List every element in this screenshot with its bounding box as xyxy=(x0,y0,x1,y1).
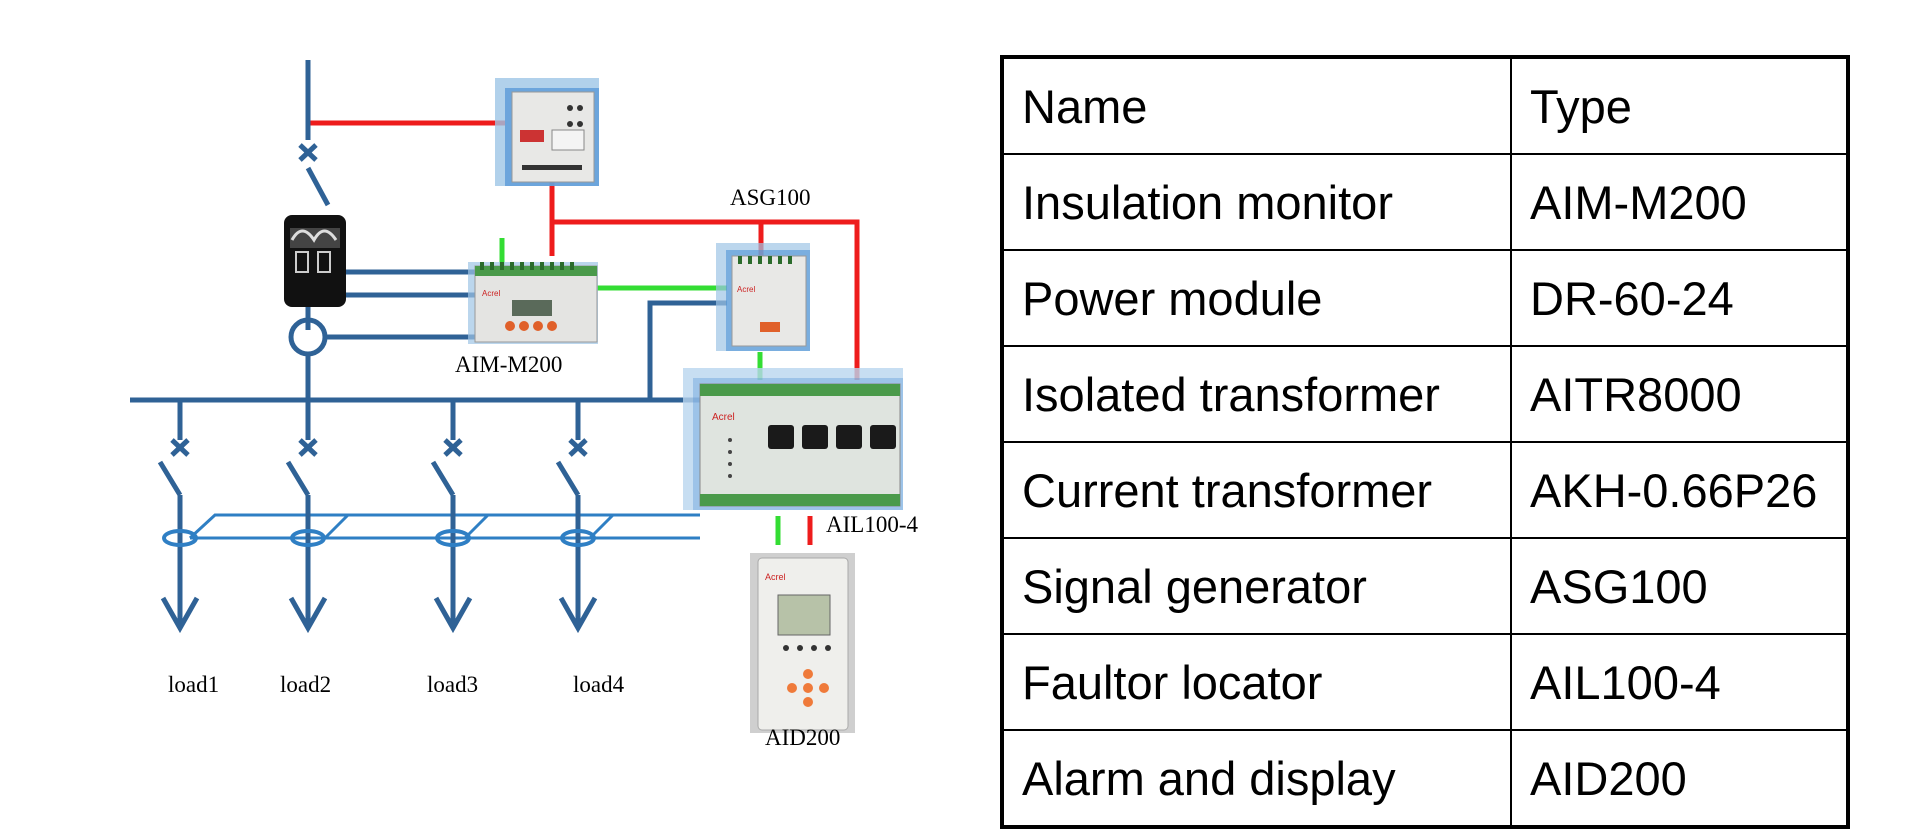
power-module-device xyxy=(495,78,599,186)
isolation-transformer xyxy=(284,215,346,307)
load-arrow xyxy=(558,596,598,634)
insulation-monitor-device: Acrel xyxy=(468,262,598,344)
signal-generator-device: Acrel xyxy=(716,243,810,351)
branch-feeders xyxy=(157,400,598,634)
current-transformer-ring xyxy=(560,529,596,547)
cell-name: Faultor locator xyxy=(1001,633,1512,731)
table-row: Faultor locator AIL100-4 xyxy=(1001,633,1849,731)
breaker-mark xyxy=(443,438,463,457)
cell-type: AID200 xyxy=(1510,729,1849,828)
power-wires xyxy=(307,120,860,545)
cell-name: Alarm and display xyxy=(1001,729,1512,828)
ct-signal-loop xyxy=(188,513,700,540)
cell-type: AITR8000 xyxy=(1510,345,1849,443)
switch-blade xyxy=(285,460,311,497)
load-label: load2 xyxy=(280,672,331,697)
table-row: Signal generator ASG100 xyxy=(1001,537,1849,635)
alarm-display-device: Acrel xyxy=(750,553,855,733)
breaker-mark xyxy=(568,438,588,457)
breaker-mark xyxy=(298,438,318,457)
load-label: load1 xyxy=(168,672,219,697)
table-row: Current transformer AKH-0.66P26 xyxy=(1001,441,1849,539)
parts-table-container: Name Type Insulation monitor AIM-M200 Po… xyxy=(1000,55,1850,829)
table-row: Insulation monitor AIM-M200 xyxy=(1001,153,1849,251)
cell-type: AIM-M200 xyxy=(1510,153,1849,251)
cell-name: Insulation monitor xyxy=(1001,153,1512,251)
cell-type: AKH-0.66P26 xyxy=(1510,441,1849,539)
load-arrow xyxy=(433,596,473,634)
current-transformer-ring xyxy=(162,529,198,547)
label-aid200: AID200 xyxy=(765,725,840,750)
column-header-name: Name xyxy=(1001,56,1512,155)
table-row: Isolated transformer AITR8000 xyxy=(1001,345,1849,443)
load-arrow xyxy=(160,596,200,634)
load-label: load3 xyxy=(427,672,478,697)
label-asg100: ASG100 xyxy=(730,185,811,210)
column-header-type: Type xyxy=(1510,56,1849,155)
cell-type: DR-60-24 xyxy=(1510,249,1849,347)
svg-text:Acrel: Acrel xyxy=(712,412,735,423)
label-ail100-4: AIL100-4 xyxy=(826,512,918,537)
cell-type: AIL100-4 xyxy=(1510,633,1849,731)
svg-text:Acrel: Acrel xyxy=(737,285,755,294)
system-diagram: load1 load2 load3 load4 Acrel xyxy=(130,60,918,750)
load-arrow xyxy=(288,596,328,634)
cell-type: ASG100 xyxy=(1510,537,1849,635)
cell-name: Signal generator xyxy=(1001,537,1512,635)
table-header-row: Name Type xyxy=(1001,56,1849,155)
cell-name: Power module xyxy=(1001,249,1512,347)
breaker-mark xyxy=(170,438,190,457)
fault-locator-device: Acrel xyxy=(683,368,903,510)
cell-name: Isolated transformer xyxy=(1001,345,1512,443)
table-row: Power module DR-60-24 xyxy=(1001,249,1849,347)
load-label: load4 xyxy=(573,672,625,697)
monitor-connections xyxy=(325,269,727,400)
current-transformer-ring xyxy=(290,529,326,547)
current-transformer-ring xyxy=(435,529,471,547)
svg-text:Acrel: Acrel xyxy=(765,572,786,582)
table-row: Alarm and display AID200 xyxy=(1001,729,1849,828)
switch-blade xyxy=(555,460,581,497)
svg-text:Acrel: Acrel xyxy=(482,289,500,298)
switch-blade xyxy=(157,460,183,497)
switch-blade xyxy=(430,460,456,497)
parts-table: Name Type Insulation monitor AIM-M200 Po… xyxy=(1000,55,1850,829)
label-aim-m200: AIM-M200 xyxy=(455,352,562,377)
cell-name: Current transformer xyxy=(1001,441,1512,539)
